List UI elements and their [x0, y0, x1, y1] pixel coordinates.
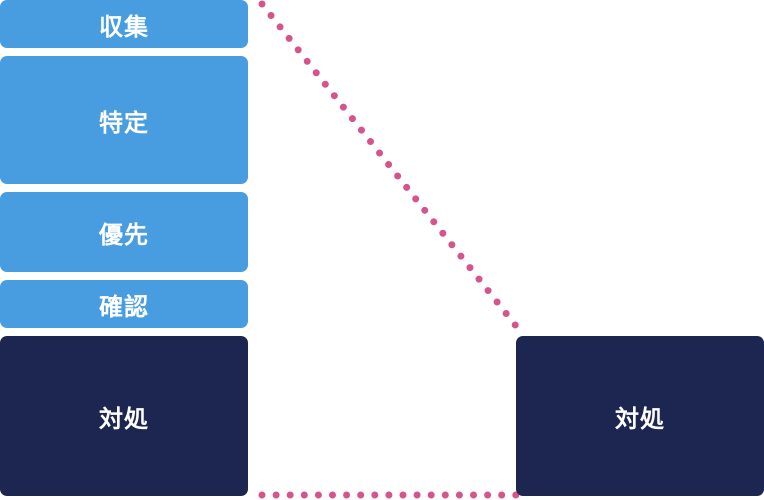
step-respond-label: 対処: [99, 404, 149, 433]
zoom-respond-label: 対処: [615, 404, 665, 433]
step-confirm: 確認: [0, 280, 248, 328]
step-collect-label: 収集: [99, 12, 149, 41]
zoom-connector-top: [258, 0, 520, 330]
step-prioritize: 優先: [0, 192, 248, 272]
step-confirm-label: 確認: [99, 292, 149, 321]
step-identify: 特定: [0, 56, 248, 184]
step-identify-label: 特定: [99, 108, 149, 137]
step-prioritize-label: 優先: [99, 220, 149, 249]
step-respond: 対処: [0, 336, 248, 496]
step-collect: 収集: [0, 0, 248, 48]
zoom-respond: 対処: [516, 336, 764, 496]
